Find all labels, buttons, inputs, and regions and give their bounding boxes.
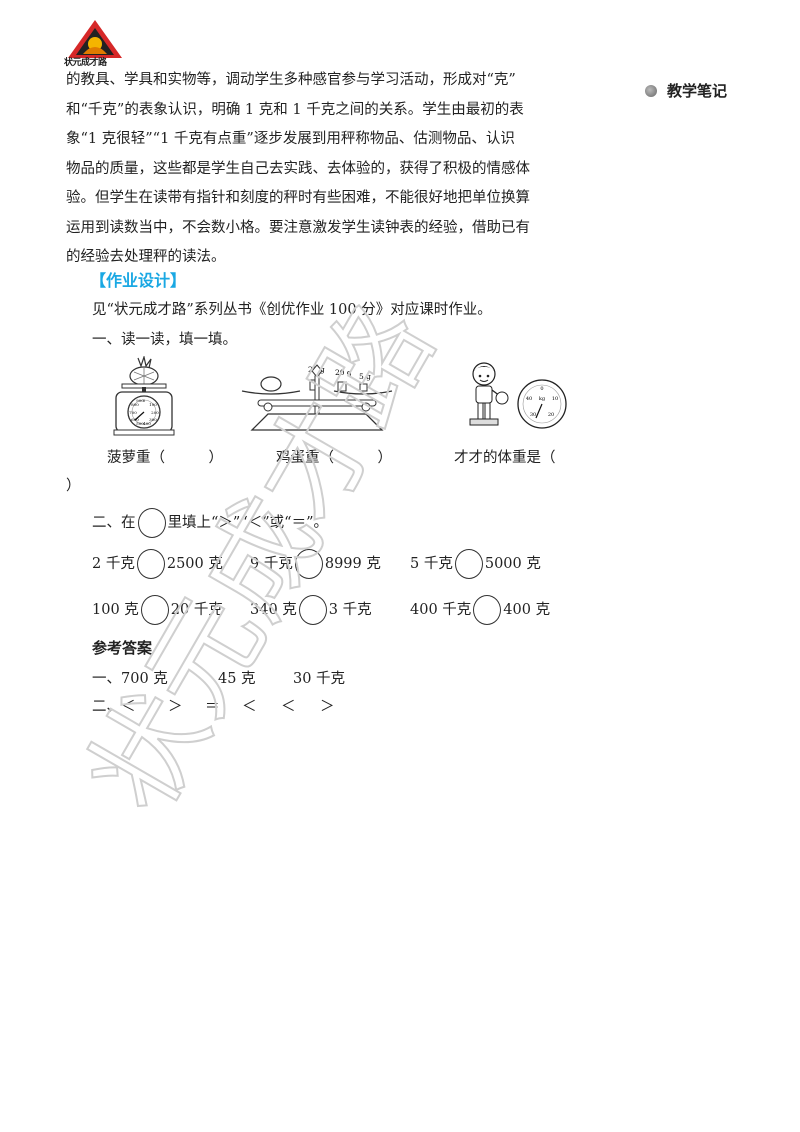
teaching-notes-text: 教学笔记 — [667, 82, 728, 100]
question-1-title: 一、读一读，填一填。 — [92, 332, 237, 348]
answer-circle[interactable] — [454, 549, 483, 579]
answer-line-2-item: ＜ — [281, 699, 296, 715]
answer-line-1-item: 30 千克 — [293, 671, 346, 687]
paragraph-line: 和“千克”的表象认识，明确 1 克和 1 千克之间的关系。学生由最初的表 — [66, 101, 524, 118]
boy-icon — [469, 362, 501, 426]
compare-left: 9 千克 — [250, 556, 293, 572]
paragraph-line: 的教具、学具和实物等，调动学生多种感官参与学习活动，形成对“克” — [66, 72, 516, 88]
compare-item: 2 千克 2500 克 — [92, 549, 223, 579]
scale1-tick-label: 100 — [149, 402, 157, 407]
compare-item: 340 克 3 千克 — [250, 595, 372, 625]
scale1-tick-label: 900 — [136, 398, 144, 403]
answer-circle[interactable] — [294, 549, 323, 579]
compare-left: 100 克 — [92, 602, 139, 618]
scale2-tick-label: 20 — [548, 412, 554, 418]
compare-item: 9 千克 8999 克 — [250, 549, 381, 579]
answer-line-2-item: ＜ — [242, 699, 257, 715]
answer-circle[interactable] — [298, 595, 327, 625]
compare-item: 400 千克 400 克 — [410, 595, 550, 625]
scale2-tick-label: 10 — [552, 396, 558, 402]
paragraph-line: 物品的质量，这些都是学生自己去实践、去体验的，获得了积极的情感体 — [66, 160, 530, 177]
scale1-tick-label: 0 — [143, 398, 146, 403]
caption-pineapple: 菠萝重（ ） — [107, 450, 223, 466]
compare-right: 8999 克 — [324, 556, 381, 572]
answer-line-2-item: ＝ — [205, 699, 220, 715]
answer-line-2-item: ＞ — [320, 699, 335, 715]
question-2-title-before: 二、在 — [92, 515, 136, 531]
scale2-tick-label: 0 — [540, 386, 543, 392]
weight-label: 20 g — [335, 368, 352, 377]
teaching-notes-label: 教学笔记 — [645, 80, 727, 101]
answer-circle-icon — [137, 508, 166, 538]
circle-bullet-icon — [645, 84, 657, 97]
scale2-tick-label: 30 — [530, 412, 536, 418]
answer-line-2-item: ＞ — [168, 699, 183, 715]
caption-weight: 才才的体重是（ — [454, 450, 556, 466]
compare-right: 2500 克 — [166, 556, 223, 572]
balance-scale-image: 20 g 20 g 5 g — [241, 364, 393, 431]
paragraph-line: 象“1 克很轻”“1 千克有点重”逐步发展到用秤称物品、估测物品、认识 — [66, 131, 515, 147]
boy-on-scale-image: 0 10 20 30 40 kg — [469, 362, 567, 429]
scale1-tick-label: 200 — [151, 410, 159, 415]
answer-line-1-item: 45 克 — [218, 671, 256, 687]
homework-intro: 见“状元成才路”系列丛书《创优作业 100 分》对应课时作业。 — [92, 302, 492, 318]
answers-heading: 参考答案 — [92, 639, 153, 657]
compare-item: 100 克 20 千克 — [92, 595, 223, 625]
compare-right: 5000 克 — [484, 556, 541, 572]
homework-design-heading: 【作业设计】 — [90, 271, 187, 290]
scale1-tick-label: 300 — [149, 417, 157, 422]
answer-circle[interactable] — [136, 549, 165, 579]
compare-right: 20 千克 — [170, 602, 223, 618]
pineapple-scale-image: 0 100 200 300 400 500 600 700 800 900 — [113, 356, 175, 436]
pineapple-icon — [129, 356, 159, 386]
logo-text: 状元成才路 — [64, 58, 107, 68]
compare-item: 5 千克 5000 克 — [410, 549, 541, 579]
question-2-title-after: 里填上“＞”“＜”或“＝”。 — [167, 515, 328, 531]
scale2-tick-label: 40 — [526, 396, 532, 402]
caption-egg: 鸡蛋重（ ） — [276, 450, 392, 466]
scale2-unit-label: kg — [539, 396, 546, 402]
scale1-tick-label: 500 — [136, 421, 144, 426]
paragraph-line: 的经验去处理秤的读法。 — [66, 249, 226, 265]
scale1-tick-label: 800 — [131, 402, 139, 407]
egg-icon — [260, 376, 282, 392]
compare-right: 3 千克 — [328, 602, 372, 618]
scale1-tick-label: 700 — [129, 410, 137, 415]
answer-circle[interactable] — [140, 595, 169, 625]
compare-left: 2 千克 — [92, 556, 135, 572]
scale1-tick-label: 400 — [143, 421, 151, 426]
answer-circle[interactable] — [473, 595, 502, 625]
compare-left: 5 千克 — [410, 556, 453, 572]
paragraph-line: 运用到读数当中，不会数小格。要注意激发学生读钟表的经验，借助已有 — [66, 219, 530, 236]
compare-left: 400 千克 — [410, 602, 472, 618]
caption-overflow: ） — [66, 478, 81, 494]
logo-icon — [68, 20, 122, 58]
compare-right: 400 克 — [503, 602, 551, 618]
answer-line-2: 二、＜ — [92, 699, 136, 715]
paragraph-line: 验。但学生在读带有指针和刻度的秤时有些困难，不能很好地把单位换算 — [66, 190, 530, 206]
compare-left: 340 克 — [250, 602, 297, 618]
weight-label: 5 g — [359, 372, 371, 381]
question-2-title: 二、在 里填上“＞”“＜”或“＝”。 — [92, 508, 328, 538]
teaching-paragraph: 的教具、学具和实物等，调动学生多种感官参与学习活动，形成对“克” 和“千克”的表… — [66, 66, 596, 273]
answer-line-1: 一、700 克 — [92, 671, 168, 687]
